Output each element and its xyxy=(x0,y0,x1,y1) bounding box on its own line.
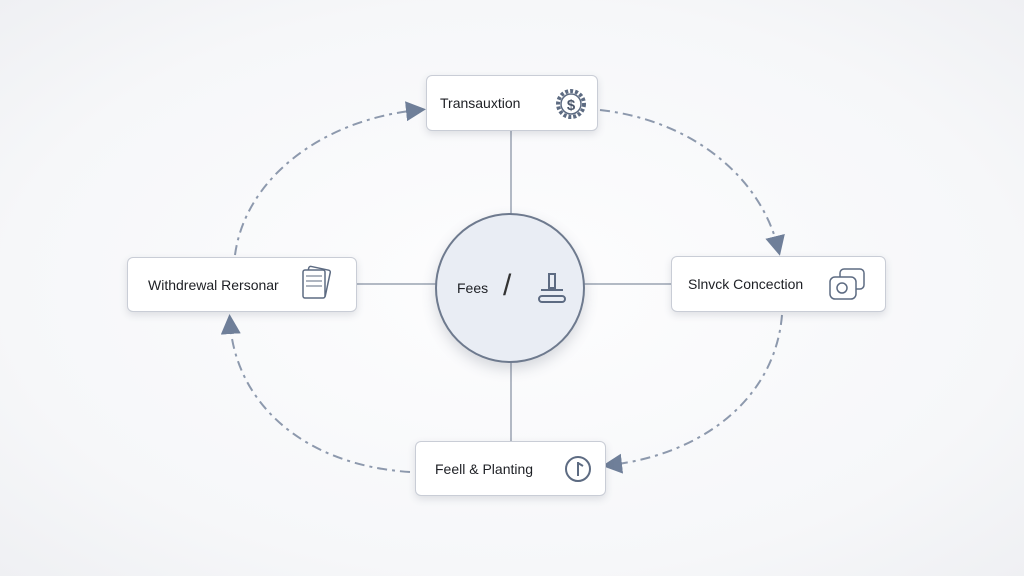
cycle-arrow-right-to-bottom xyxy=(602,314,783,474)
document-stack-icon xyxy=(302,265,332,299)
spoke-lines xyxy=(356,130,671,441)
dollar-gear-icon: $ xyxy=(556,89,586,119)
coins-icon xyxy=(829,268,865,300)
node-label: Withdrewal Rersonar xyxy=(148,276,279,293)
center-hub-fees[interactable]: Fees / xyxy=(435,213,585,363)
center-label: Fees xyxy=(457,280,489,296)
svg-text:$: $ xyxy=(567,97,576,114)
cycle-arrow-bottom-to-left xyxy=(220,314,411,473)
clock-icon xyxy=(565,456,591,482)
node-label: Feell & Planting xyxy=(435,460,534,477)
node-label: Transauxtion xyxy=(440,95,521,111)
node-stock-connection[interactable]: Slnvck Concection xyxy=(671,256,886,312)
node-fee-planting[interactable]: Feell & Planting xyxy=(415,441,606,496)
cycle-arrow-top-to-right xyxy=(599,109,785,256)
node-label: Slnvck Concection xyxy=(688,276,804,292)
node-withdrawal[interactable]: Withdrewal Rersonar xyxy=(127,257,357,312)
separator: / xyxy=(503,269,512,302)
cycle-arrow-left-to-top xyxy=(234,101,426,256)
stamp-icon xyxy=(538,273,566,303)
node-transaction[interactable]: Transauxtion $ xyxy=(426,75,598,131)
